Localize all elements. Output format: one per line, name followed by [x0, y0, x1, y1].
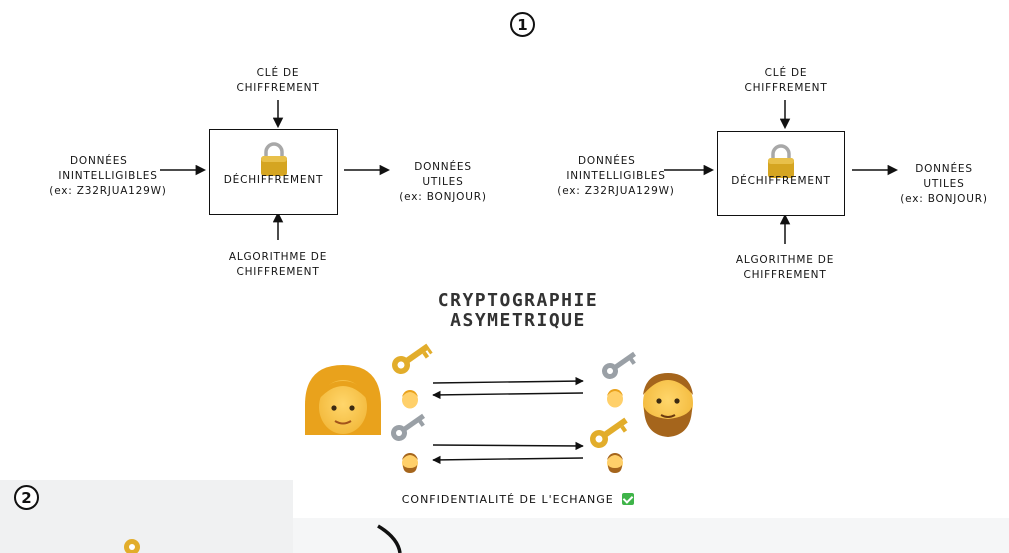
left-output-line3: (ex: BONJOUR): [399, 191, 487, 203]
bottom-left-panel: [0, 480, 293, 553]
asymmetric-crypto-card: CRYPTOGRAPHIE ASYMETRIQUE: [293, 285, 743, 518]
check-mark-icon: [622, 493, 635, 505]
mini-man-emoji: [402, 453, 418, 473]
gold-key-icon: [392, 343, 433, 374]
right-process-label: DÉCHIFFREMENT: [731, 175, 831, 187]
right-output-line2: UTILES: [923, 178, 965, 190]
exchange-arrow-4: [432, 455, 584, 465]
confidentiality-row: CONFIDENTIALITÉ DE L'ECHANGE: [293, 493, 743, 506]
left-process-label: DÉCHIFFREMENT: [223, 174, 324, 186]
step-1-number: 1: [517, 15, 528, 34]
mini-woman-emoji: [402, 390, 418, 409]
left-key-label: CLÉ DE CHIFFREMENT: [228, 66, 328, 96]
right-output-label: DONNÉES UTILES (ex: BONJOUR): [888, 162, 1000, 207]
left-output-label: DONNÉES UTILES (ex: BONJOUR): [388, 160, 498, 205]
left-algo-line1: ALGORITHME DE: [228, 251, 328, 263]
right-algo-line2: CHIFFREMENT: [743, 269, 827, 281]
right-input-line2: ININTELLIGIBLES: [566, 170, 666, 182]
lock-icon: [766, 144, 796, 184]
right-key-label: CLÉ DE CHIFFREMENT: [736, 66, 836, 96]
asym-title: CRYPTOGRAPHIE ASYMETRIQUE: [293, 291, 743, 331]
right-decryption-box: DÉCHIFFREMENT: [717, 131, 845, 216]
confidentiality-label: CONFIDENTIALITÉ DE L'ECHANGE: [401, 493, 614, 506]
lock-icon: [259, 142, 289, 182]
exchange-arrow-2: [432, 390, 584, 400]
left-algo-label: ALGORITHME DE CHIFFREMENT: [213, 250, 343, 280]
left-input-label: DONNÉES ININTELLIGIBLES (ex: Z32RJUA129W…: [48, 154, 168, 199]
mini-man-emoji: [607, 453, 623, 473]
man-emoji: [643, 373, 693, 437]
bottom-right-area: [293, 518, 1009, 553]
asym-title-line1: CRYPTOGRAPHIE: [437, 290, 599, 311]
left-key-label-line1: CLÉ DE: [256, 67, 300, 79]
exchange-arrow-3: [432, 441, 584, 451]
left-key-label-line2: CHIFFREMENT: [236, 82, 320, 94]
silver-key-icon: [602, 351, 637, 379]
right-output-line3: (ex: BONJOUR): [900, 193, 988, 205]
right-input-label: DONNÉES ININTELLIGIBLES (ex: Z32RJUA129W…: [554, 154, 678, 199]
left-output-line2: UTILES: [422, 176, 464, 188]
right-key-label-line1: CLÉ DE: [764, 67, 808, 79]
right-input-line1: DONNÉES: [578, 155, 636, 167]
asym-figure: [305, 343, 693, 473]
right-algo-line1: ALGORITHME DE: [735, 254, 835, 266]
step-2-number: 2: [21, 488, 32, 507]
left-input-line3: (ex: Z32RJUA129W): [49, 185, 167, 197]
asym-title-line2: ASYMETRIQUE: [450, 310, 586, 331]
silver-key-icon: [391, 413, 426, 441]
right-key-label-line2: CHIFFREMENT: [744, 82, 828, 94]
left-decryption-box: DÉCHIFFREMENT: [209, 129, 338, 215]
mini-woman-emoji: [607, 389, 623, 408]
left-input-line2: ININTELLIGIBLES: [58, 170, 158, 182]
right-input-line3: (ex: Z32RJUA129W): [557, 185, 675, 197]
gold-key-icon: [590, 417, 628, 448]
step-2-badge: 2: [14, 485, 39, 510]
left-output-line1: DONNÉES: [414, 161, 472, 173]
key-icon-partial: [122, 537, 142, 553]
right-output-line1: DONNÉES: [915, 163, 973, 175]
curved-arrow: [377, 524, 402, 553]
left-algo-line2: CHIFFREMENT: [236, 266, 320, 278]
exchange-arrow-1: [432, 376, 584, 386]
left-input-line1: DONNÉES: [70, 155, 128, 167]
woman-emoji: [305, 365, 381, 435]
right-algo-label: ALGORITHME DE CHIFFREMENT: [720, 253, 850, 283]
step-1-badge: 1: [510, 12, 535, 37]
